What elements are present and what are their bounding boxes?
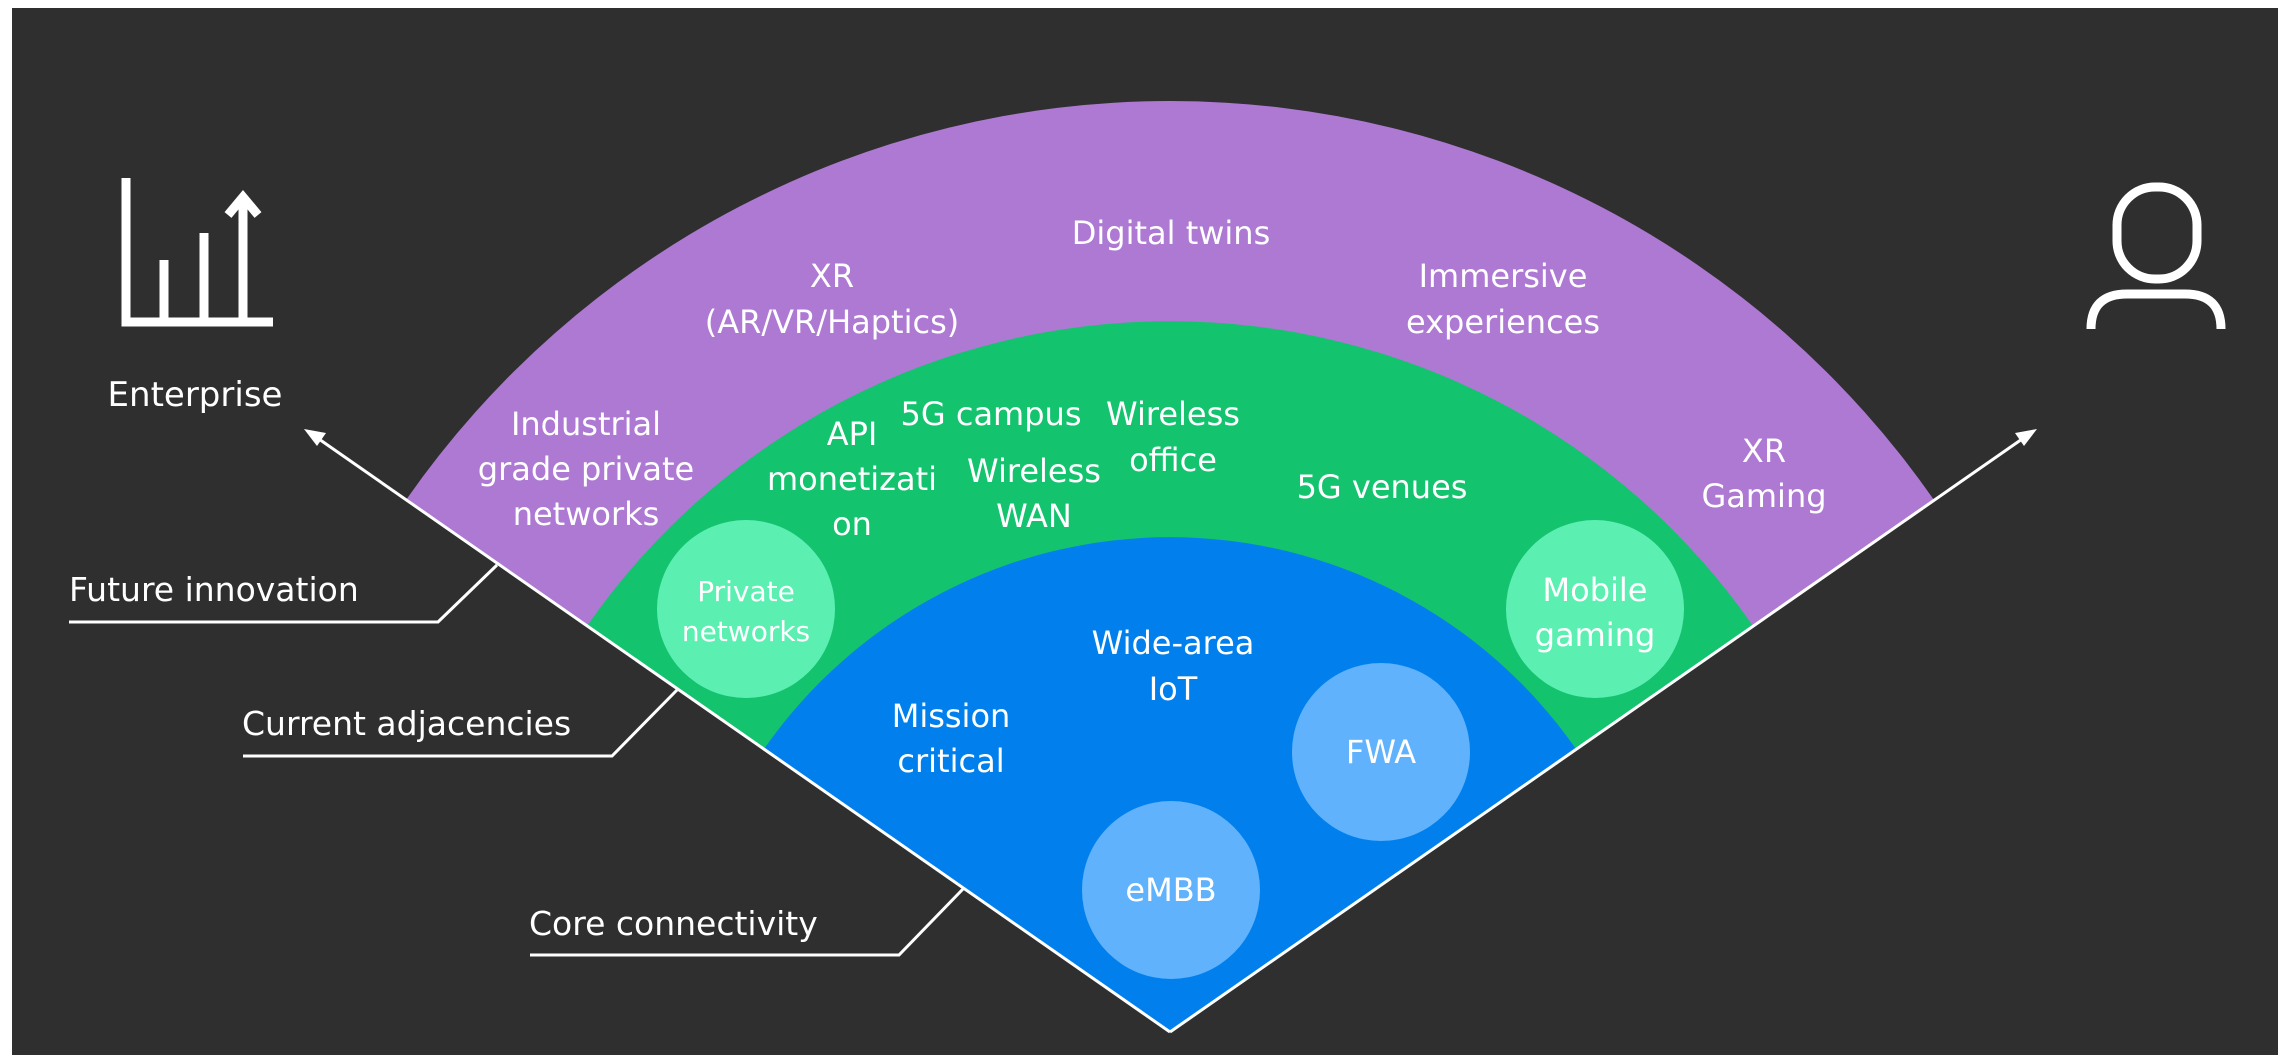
future-item-digital-twins: Digital twins [1072, 214, 1271, 252]
layer-label-core: Core connectivity [529, 904, 818, 943]
svg-text:Wide-area: Wide-area [1092, 624, 1255, 662]
consumer-axis-arrowhead [2015, 429, 2037, 446]
consumer-axis-line [1169, 435, 2026, 1034]
future-item-immersive: Immersive experiences [1406, 257, 1600, 341]
svg-text:experiences: experiences [1406, 303, 1600, 341]
svg-text:IoT: IoT [1149, 670, 1198, 708]
current-item-5g-campus: 5G campus [901, 395, 1082, 433]
current-item-5g-venues: 5G venues [1297, 468, 1468, 506]
future-item-industrial: Industrial grade private networks [478, 405, 694, 533]
current-item-wireless-wan: Wireless WAN [967, 452, 1101, 535]
enterprise-axis-line [315, 435, 1171, 1034]
svg-text:(AR/VR/Haptics): (AR/VR/Haptics) [705, 303, 959, 341]
svg-text:Mission: Mission [892, 697, 1011, 735]
svg-text:monetizati: monetizati [767, 460, 937, 498]
svg-text:Gaming: Gaming [1701, 477, 1826, 515]
mobile-gaming-bubble [1506, 520, 1684, 698]
svg-text:on: on [832, 505, 872, 543]
svg-text:Industrial: Industrial [511, 405, 661, 443]
svg-text:grade private: grade private [478, 450, 694, 488]
core-connectivity-ring [764, 537, 1576, 1032]
svg-text:XR: XR [810, 257, 854, 295]
core-item-fwa: FWA [1346, 733, 1416, 771]
layer-label-current: Current adjacencies [242, 704, 571, 743]
svg-text:gaming: gaming [1535, 616, 1656, 654]
svg-text:XR: XR [1742, 432, 1786, 470]
future-item-xr: XR (AR/VR/Haptics) [705, 257, 959, 341]
current-item-wireless-office: Wireless office [1106, 395, 1240, 479]
future-innovation-leader [69, 563, 499, 624]
svg-text:WAN: WAN [996, 497, 1072, 535]
future-item-xr-gaming: XR Gaming [1701, 432, 1826, 515]
core-item-embb: eMBB [1125, 871, 1216, 909]
core-item-wide-area-iot: Wide-area IoT [1092, 624, 1255, 708]
enterprise-label: Enterprise [108, 375, 283, 415]
layer-label-future: Future innovation [69, 570, 359, 609]
svg-text:office: office [1129, 441, 1217, 479]
svg-text:networks: networks [513, 495, 660, 533]
core-connectivity-leader [530, 887, 965, 957]
svg-text:Private: Private [697, 575, 795, 608]
bar-chart-arrow-icon [121, 178, 273, 327]
fwa-bubble [1292, 663, 1470, 841]
svg-text:Wireless: Wireless [967, 452, 1101, 490]
current-item-api: API monetizati on [767, 415, 937, 543]
enterprise-axis-arrowhead [304, 429, 326, 446]
current-adjacencies-leader [243, 688, 679, 758]
svg-text:networks: networks [682, 615, 810, 648]
current-item-mobile-gaming: Mobile gaming [1535, 571, 1656, 654]
svg-text:Immersive: Immersive [1419, 257, 1588, 295]
private-networks-bubble [657, 520, 835, 698]
svg-text:Wireless: Wireless [1106, 395, 1240, 433]
svg-text:critical: critical [897, 742, 1004, 780]
embb-bubble [1082, 801, 1260, 979]
person-icon [2086, 182, 2226, 330]
current-item-private-networks: Private networks [682, 575, 810, 648]
svg-text:Mobile: Mobile [1543, 571, 1648, 609]
core-item-mission-critical: Mission critical [892, 697, 1011, 780]
svg-text:API: API [827, 415, 878, 453]
